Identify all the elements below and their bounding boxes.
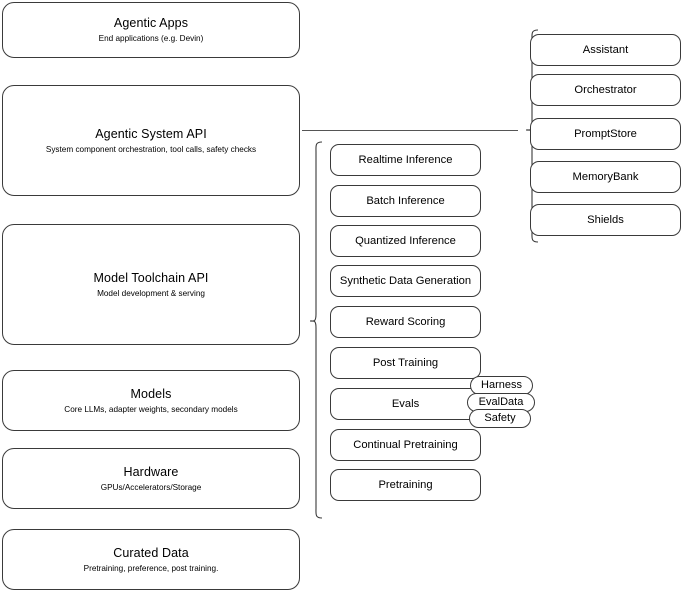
toolchain-label: Quantized Inference <box>355 235 456 247</box>
layer-title: Hardware <box>123 464 179 479</box>
toolchain-box-quantized-inference[interactable]: Quantized Inference <box>330 225 481 257</box>
component-label: MemoryBank <box>572 171 639 183</box>
component-box-orchestrator[interactable]: Orchestrator <box>530 74 681 106</box>
toolchain-label: Continual Pretraining <box>353 439 458 451</box>
toolchain-box-pretraining[interactable]: Pretraining <box>330 469 481 501</box>
toolchain-box-continual-pretraining[interactable]: Continual Pretraining <box>330 429 481 461</box>
layer-box-agentic-apps[interactable]: Agentic Apps End applications (e.g. Devi… <box>2 2 300 58</box>
component-box-promptstore[interactable]: PromptStore <box>530 118 681 150</box>
layer-box-curated-data[interactable]: Curated Data Pretraining, preference, po… <box>2 529 300 590</box>
layer-box-agentic-system-api[interactable]: Agentic System API System component orch… <box>2 85 300 196</box>
layer-title: Models <box>130 386 172 401</box>
layer-subtitle: Pretraining, preference, post training. <box>83 563 219 573</box>
eval-badge-safety[interactable]: Safety <box>469 409 531 428</box>
toolchain-box-evals[interactable]: Evals <box>330 388 481 420</box>
layer-box-models[interactable]: Models Core LLMs, adapter weights, secon… <box>2 370 300 431</box>
layer-title: Agentic System API <box>95 126 207 141</box>
layer-subtitle: Model development & serving <box>97 288 205 298</box>
toolchain-label: Reward Scoring <box>365 316 446 328</box>
component-label: PromptStore <box>574 128 637 140</box>
layer-subtitle: End applications (e.g. Devin) <box>98 34 204 43</box>
component-box-assistant[interactable]: Assistant <box>530 34 681 66</box>
toolchain-box-realtime-inference[interactable]: Realtime Inference <box>330 144 481 176</box>
toolchain-label: Post Training <box>372 357 439 369</box>
component-box-memorybank[interactable]: MemoryBank <box>530 161 681 193</box>
toolchain-box-post-training[interactable]: Post Training <box>330 347 481 379</box>
layer-subtitle: System component orchestration, tool cal… <box>45 144 257 154</box>
layer-subtitle: Core LLMs, adapter weights, secondary mo… <box>64 404 238 414</box>
layer-title: Agentic Apps <box>113 16 189 30</box>
toolchain-box-reward-scoring[interactable]: Reward Scoring <box>330 306 481 338</box>
layer-title: Model Toolchain API <box>93 270 209 285</box>
eval-badge-evaldata[interactable]: EvalData <box>467 393 535 412</box>
toolchain-box-batch-inference[interactable]: Batch Inference <box>330 185 481 217</box>
eval-badge-harness[interactable]: Harness <box>470 376 533 395</box>
toolchain-box-synthetic-data-generation[interactable]: Synthetic Data Generation <box>330 265 481 297</box>
brace-toolchain <box>309 141 323 519</box>
toolchain-label: Synthetic Data Generation <box>339 275 472 287</box>
layer-box-hardware[interactable]: Hardware GPUs/Accelerators/Storage <box>2 448 300 509</box>
toolchain-label: Batch Inference <box>366 195 445 207</box>
connector-line-system-api-to-components <box>302 130 518 131</box>
layer-subtitle: GPUs/Accelerators/Storage <box>100 482 202 492</box>
toolchain-label: Evals <box>391 398 420 410</box>
toolchain-label: Pretraining <box>378 479 433 491</box>
component-label: Orchestrator <box>574 84 637 96</box>
component-box-shields[interactable]: Shields <box>530 204 681 236</box>
layer-box-model-toolchain-api[interactable]: Model Toolchain API Model development & … <box>2 224 300 345</box>
component-label: Shields <box>587 214 624 226</box>
toolchain-label: Realtime Inference <box>358 154 453 166</box>
layer-title: Curated Data <box>113 545 189 560</box>
component-label: Assistant <box>582 44 629 56</box>
